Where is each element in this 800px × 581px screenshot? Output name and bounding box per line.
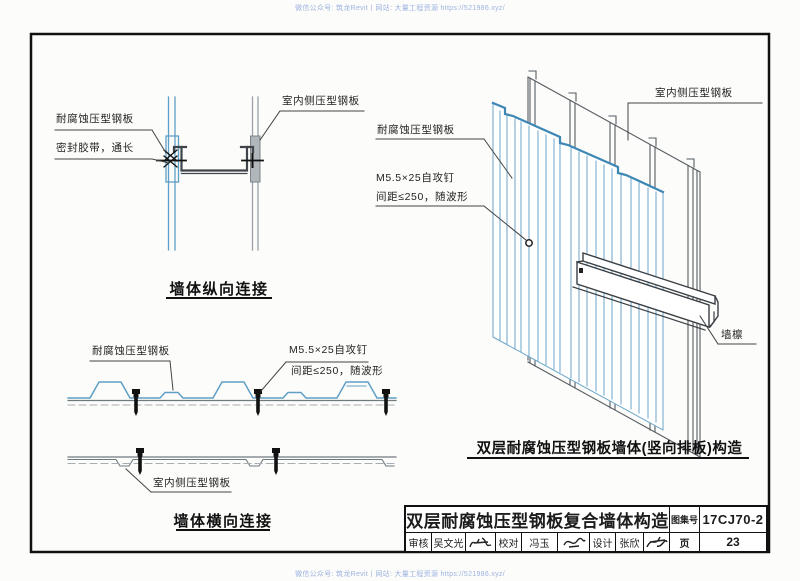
atlas-no-label: 图集号 (670, 507, 700, 532)
caption-isometric: 双层耐腐蚀压型钢板墙体(竖向排板)构造 (476, 441, 743, 457)
iso-wall-drawing (375, 70, 763, 459)
watermark-bottom: 微信公众号: 筑龙Revit丨网站: 大量工程资源 https://521986… (295, 571, 505, 578)
checker-label: 校对 (496, 533, 522, 551)
sheet-title: 双层耐腐蚀压型钢板复合墙体构造 (406, 507, 670, 532)
inner-panel-lap (250, 135, 261, 183)
label-outer-panel-iso: 耐腐蚀压型钢板 (377, 124, 455, 136)
label-outer-panel-longitudinal: 耐腐蚀压型钢板 (56, 113, 134, 125)
reviewer-signature (466, 533, 496, 551)
label-screw-iso-2: 间距≤250，随波形 (376, 191, 469, 203)
designer-signature (644, 533, 670, 551)
longitudinal-detail-drawing (54, 96, 365, 299)
outer-corrugated-profile (67, 381, 397, 399)
page-border (29, 32, 771, 554)
label-screw-transverse-2: 间距≤250，随波形 (291, 365, 384, 377)
signature-scribble (468, 536, 491, 547)
label-screw-transverse-1: M5.5×25自攻钉 (289, 344, 368, 356)
screw-dot (525, 239, 533, 247)
caption-transverse: 墙体横向连接 (173, 513, 273, 530)
checker-signature (558, 533, 590, 551)
leader-lines (54, 110, 365, 164)
sealing-tape-mark (163, 149, 178, 168)
label-sealant: 密封胶带，通长 (56, 142, 134, 154)
inner-liner-profile (67, 458, 395, 467)
page-label: 页 (670, 533, 700, 551)
reviewer-label: 审核 (406, 533, 432, 551)
designer-name: 张欣 (616, 533, 644, 551)
signature-scribble (562, 537, 586, 548)
designer-label: 设计 (590, 533, 616, 551)
label-purlin: 墙檩 (721, 329, 744, 341)
title-block: 双层耐腐蚀压型钢板复合墙体构造 图集号 17CJ70-2 审核 吴文光 校对 冯… (404, 505, 768, 553)
caption-longitudinal: 墙体纵向连接 (169, 281, 269, 298)
channel-connector (172, 145, 255, 175)
watermark-top: 微信公众号: 筑龙Revit丨网站: 大量工程资源 https://521986… (295, 5, 505, 12)
reviewer-name: 吴文光 (432, 533, 466, 551)
self-tapping-screws (132, 389, 390, 475)
atlas-no-value: 17CJ70-2 (702, 512, 764, 527)
label-inner-panel-transverse: 室内侧压型钢板 (153, 477, 231, 489)
label-inner-panel-iso: 室内侧压型钢板 (655, 87, 733, 99)
signature-scribble (645, 536, 668, 548)
iso-purlin (572, 252, 719, 331)
page-number: 23 (726, 535, 740, 549)
transverse-detail-drawing (67, 360, 397, 531)
label-inner-panel-longitudinal: 室内侧压型钢板 (282, 95, 360, 107)
label-screw-iso-1: M5.5×25自攻钉 (376, 172, 455, 184)
leader-lines (375, 102, 763, 345)
leader-lines (89, 360, 369, 493)
label-outer-panel-transverse: 耐腐蚀压型钢板 (92, 345, 170, 357)
checker-name: 冯玉 (522, 533, 558, 551)
